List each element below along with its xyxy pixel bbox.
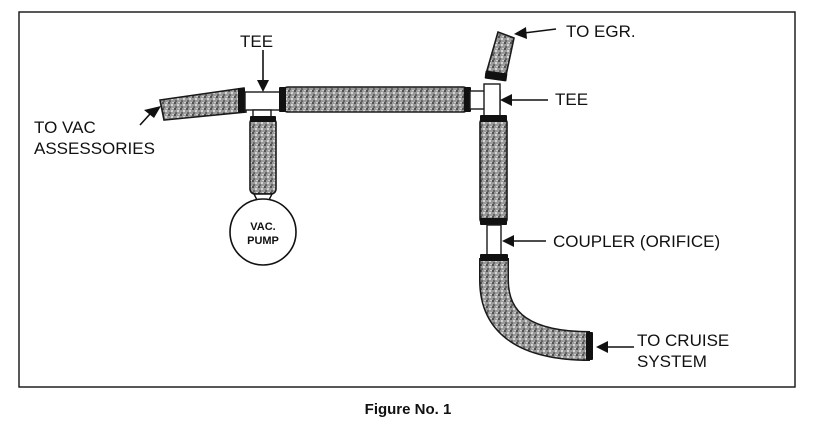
hose-to-vac-pump bbox=[249, 116, 277, 207]
label-to-egr: TO EGR. bbox=[566, 22, 636, 41]
label-to-vac-line1: TO VAC bbox=[34, 118, 96, 137]
figure-caption: Figure No. 1 bbox=[365, 401, 452, 418]
hose-to-vac-accessories bbox=[159, 87, 247, 121]
vertical-hose-to-coupler bbox=[479, 115, 508, 225]
vac-pump-label-line2: PUMP bbox=[247, 235, 279, 247]
arrow-to-cruise bbox=[596, 341, 634, 353]
label-to-cruise-line2: SYSTEM bbox=[637, 352, 707, 371]
label-tee-left: TEE bbox=[240, 32, 273, 51]
right-tee-fitting bbox=[469, 83, 501, 119]
label-to-cruise-line1: TO CRUISE bbox=[637, 331, 729, 350]
vac-pump-label-line1: VAC. bbox=[250, 221, 275, 233]
arrow-tee-left bbox=[257, 50, 269, 92]
coupler-orifice bbox=[486, 224, 502, 256]
main-horizontal-hose bbox=[279, 86, 471, 113]
label-to-vac-line2: ASSESSORIES bbox=[34, 139, 155, 158]
arrow-coupler bbox=[502, 235, 546, 247]
label-coupler: COUPLER (ORIFICE) bbox=[553, 232, 720, 251]
hose-to-cruise-system bbox=[479, 254, 593, 361]
arrow-to-egr bbox=[514, 27, 557, 39]
hose-to-egr bbox=[484, 30, 515, 82]
label-tee-right: TEE bbox=[555, 90, 588, 109]
arrow-to-vac-accessories bbox=[139, 106, 161, 126]
diagram-frame bbox=[18, 11, 796, 388]
vac-pump: VAC. PUMP bbox=[229, 198, 297, 266]
arrow-tee-right bbox=[500, 94, 548, 106]
